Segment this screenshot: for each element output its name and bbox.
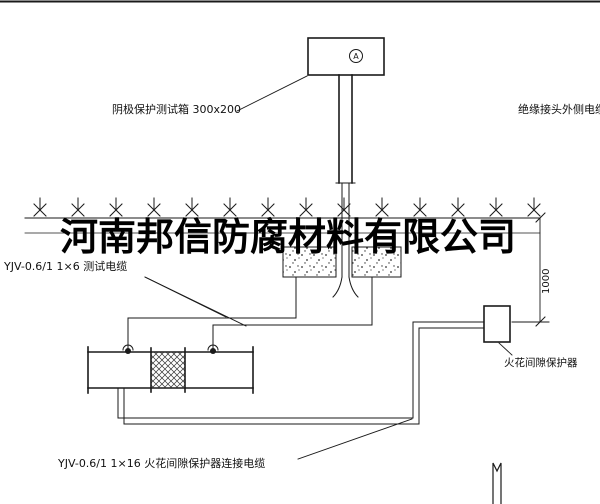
label-spark-gap-protector: 火花间隙保护器	[504, 357, 578, 369]
ground-hatch	[33, 197, 541, 217]
test-box-shape	[307, 37, 385, 76]
insulating-joint	[150, 347, 186, 393]
label-connect-cable: YJV-0.6/1 1×16 火花间隙保护器连接电缆	[58, 457, 266, 470]
dimension-line	[511, 212, 550, 327]
dimension-1000: 1000	[541, 268, 552, 294]
label-outer-cable: 绝缘接头外侧电缆	[518, 103, 600, 116]
weld-points	[122, 344, 219, 354]
ground-line	[24, 217, 541, 234]
riser-symbol	[492, 462, 502, 504]
foundation-blocks	[282, 246, 402, 278]
cable-routes	[117, 276, 485, 425]
label-test-cable: YJV-0.6/1 1×6 测试电缆	[4, 260, 128, 273]
conduit	[332, 74, 359, 298]
label-test-box: 阴极保护测试箱 300x200	[112, 103, 241, 116]
leader-lines	[144, 75, 513, 460]
test-box-marker: A	[353, 52, 359, 61]
spark-gap-protector-shape	[483, 305, 511, 343]
